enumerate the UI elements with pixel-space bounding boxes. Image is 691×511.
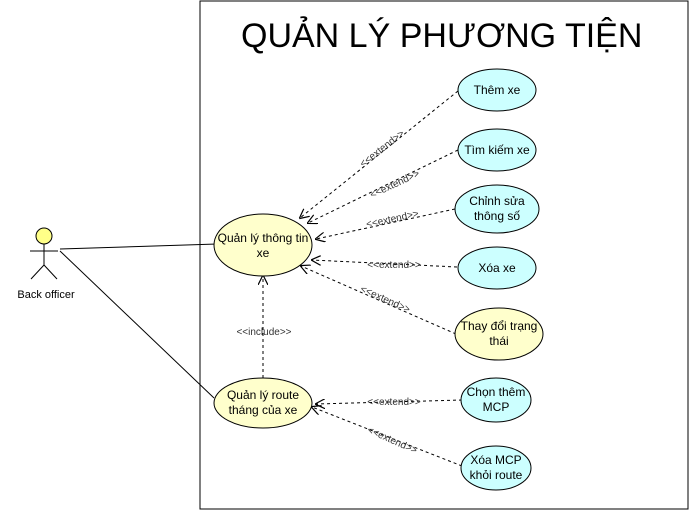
use-case-add-mcp[interactable]: Chọn thêm MCP — [460, 377, 532, 423]
actor-left-leg — [30, 264, 45, 280]
use-case-label-line: tháng của xe — [229, 403, 298, 417]
use-case-add-vehicle[interactable]: Thêm xe — [457, 68, 537, 112]
system-title: QUẢN LÝ PHƯƠNG TIỆN — [241, 17, 642, 55]
use-case-label-line: Quản lý thông tin — [218, 231, 309, 245]
use-case-label-line: khỏi route — [470, 468, 523, 482]
actor-back-officer: Back officer — [17, 227, 75, 301]
include-label: <<include>> — [236, 327, 291, 338]
association-actor-route — [59, 250, 215, 399]
use-case-label-line: MCP — [483, 400, 510, 414]
use-case-label-line: Tìm kiếm xe — [464, 143, 530, 157]
use-case-change-status[interactable]: Thay đổi trạng thái — [454, 307, 544, 361]
association-actor-vehicle-info — [59, 243, 218, 250]
use-case-label-line: Thêm xe — [474, 83, 521, 97]
use-case-label-line: Xóa xe — [478, 261, 516, 275]
use-case-label-line: Chỉnh sửa — [469, 194, 525, 208]
use-case-label-line: Thay đổi trạng — [461, 319, 538, 333]
use-case-remove-mcp[interactable]: Xóa MCP khỏi route — [460, 445, 532, 491]
use-case-label-line: Chọn thêm — [467, 385, 526, 399]
actor-right-leg — [43, 264, 58, 280]
actor-head — [35, 227, 53, 245]
extend-delete-vehicle — [312, 260, 458, 268]
use-case-search-vehicle[interactable]: Tìm kiếm xe — [457, 128, 537, 172]
use-case-manage-route[interactable]: Quản lý route tháng của xe — [213, 377, 313, 429]
extend-label-delete-vehicle: <<extend>> — [367, 260, 421, 271]
extend-add-mcp — [316, 400, 463, 404]
use-case-label-line: Quản lý route — [227, 388, 299, 402]
extend-add-vehicle — [300, 90, 459, 218]
use-case-label-line: thái — [489, 334, 508, 348]
extend-remove-mcp — [312, 407, 463, 467]
use-case-manage-vehicle-info[interactable]: Quản lý thông tin xe — [213, 213, 313, 277]
actor-label: Back officer — [17, 289, 75, 301]
use-case-delete-vehicle[interactable]: Xóa xe — [457, 246, 537, 290]
extend-label-add-mcp: <<extend>> — [367, 397, 421, 408]
use-case-edit-params[interactable]: Chỉnh sửa thông số — [454, 184, 540, 234]
use-case-label-line: thông số — [474, 209, 520, 223]
extend-change-status — [301, 266, 457, 335]
use-case-label-line: Xóa MCP — [470, 453, 521, 467]
use-case-label-line: xe — [257, 246, 270, 260]
extend-search-vehicle — [308, 149, 459, 223]
